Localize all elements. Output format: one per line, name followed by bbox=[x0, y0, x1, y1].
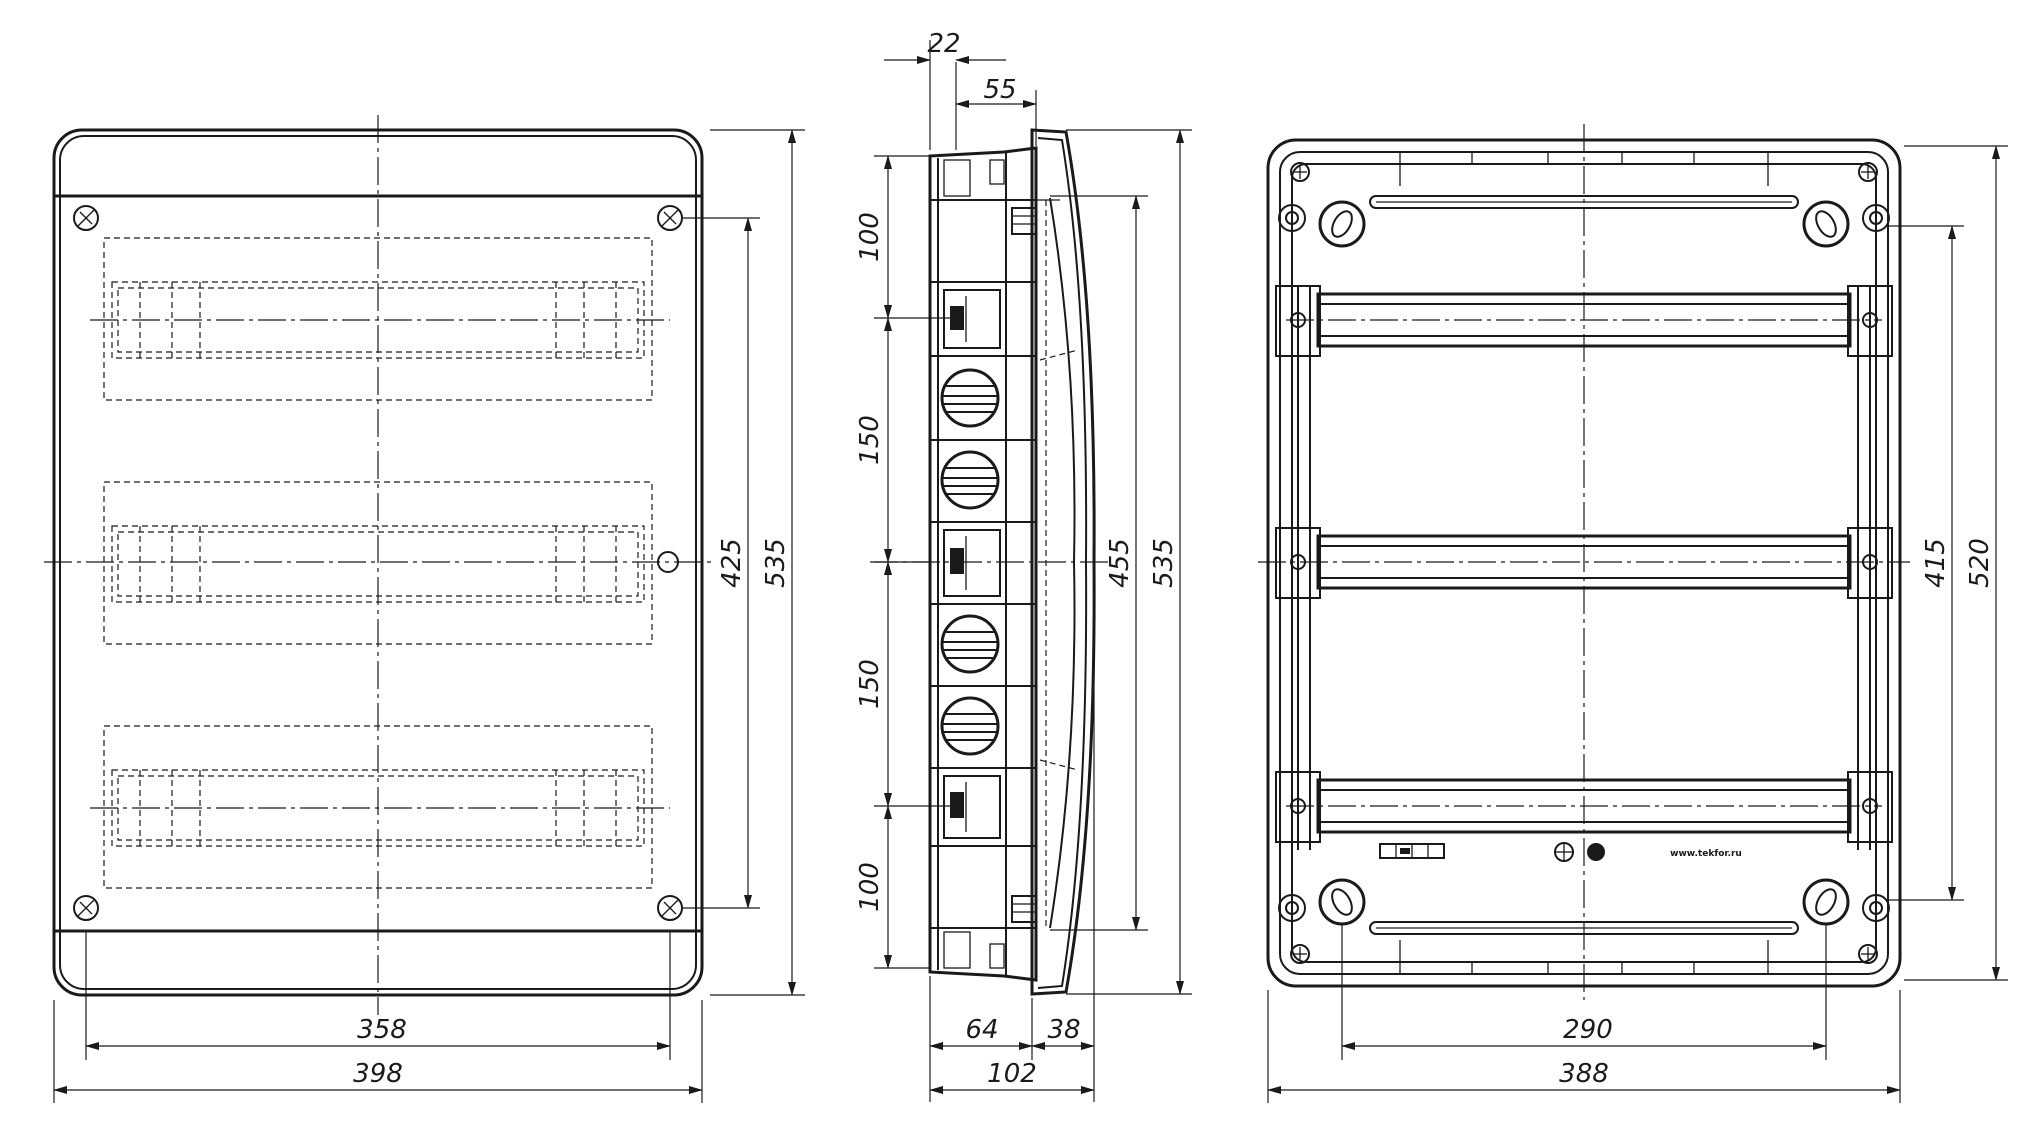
screw-icon bbox=[1290, 944, 1310, 964]
marking-icon bbox=[1379, 843, 1445, 859]
keyhole-icon bbox=[1318, 878, 1366, 926]
dim-side-150-a: 150 bbox=[855, 415, 885, 465]
mounting-hole-icon bbox=[1278, 204, 1306, 232]
screw-icon bbox=[657, 205, 683, 231]
bottom-ribs bbox=[1399, 940, 1769, 974]
dim-side-38: 38 bbox=[1047, 1015, 1080, 1045]
dim-side-455: 455 bbox=[1105, 538, 1135, 588]
dim-side-100-top: 100 bbox=[855, 212, 885, 262]
screw-icon bbox=[1290, 162, 1310, 182]
screw-icon bbox=[1858, 162, 1878, 182]
dim-front-height-outer: 535 bbox=[761, 538, 791, 588]
dim-back-width-inner: 290 bbox=[1563, 1015, 1613, 1045]
dim-side-150-b: 150 bbox=[855, 659, 885, 709]
dim-side-102: 102 bbox=[987, 1059, 1037, 1089]
screw-icon bbox=[73, 205, 99, 231]
dim-side-100-bottom: 100 bbox=[855, 862, 885, 912]
dim-side-535: 535 bbox=[1149, 538, 1179, 588]
knockout-icon bbox=[940, 450, 1000, 510]
screw-icon bbox=[657, 895, 683, 921]
ground-symbol-icon bbox=[1554, 842, 1574, 862]
knockout-icon bbox=[940, 614, 1000, 674]
mounting-hole-icon bbox=[1278, 894, 1306, 922]
front-view: 358 398 425 535 bbox=[44, 115, 805, 1103]
top-ribs bbox=[1399, 152, 1769, 186]
back-view: www.tekfor.ru 290 388 415 520 bbox=[1258, 124, 2008, 1103]
recycle-symbol-icon bbox=[1587, 843, 1605, 861]
screw-icon bbox=[1858, 944, 1878, 964]
mounting-hole-icon bbox=[1862, 894, 1890, 922]
dim-front-width-inner: 358 bbox=[357, 1015, 407, 1045]
dim-side-55: 55 bbox=[983, 75, 1016, 105]
dim-side-22: 22 bbox=[927, 29, 960, 59]
dim-back-width-outer: 388 bbox=[1559, 1059, 1609, 1089]
mounting-hole-icon bbox=[1862, 204, 1890, 232]
side-base-outline bbox=[928, 146, 1038, 982]
dim-back-height-outer: 520 bbox=[1965, 538, 1995, 588]
dim-side-64: 64 bbox=[965, 1015, 998, 1045]
keyhole-icon bbox=[1802, 878, 1850, 926]
dim-front-width-outer: 398 bbox=[353, 1059, 403, 1089]
dim-back-height-inner: 415 bbox=[1921, 538, 1951, 588]
side-view: 100 150 150 100 22 55 455 535 64 38 102 bbox=[855, 29, 1192, 1102]
knockout-icon bbox=[940, 696, 1000, 756]
screw-icon bbox=[73, 895, 99, 921]
back-website-text: www.tekfor.ru bbox=[1670, 849, 1742, 859]
dim-front-height-inner: 425 bbox=[717, 538, 747, 588]
keyhole-icon bbox=[1318, 200, 1366, 248]
keyhole-icon bbox=[1802, 200, 1850, 248]
knockout-icon bbox=[940, 368, 1000, 428]
